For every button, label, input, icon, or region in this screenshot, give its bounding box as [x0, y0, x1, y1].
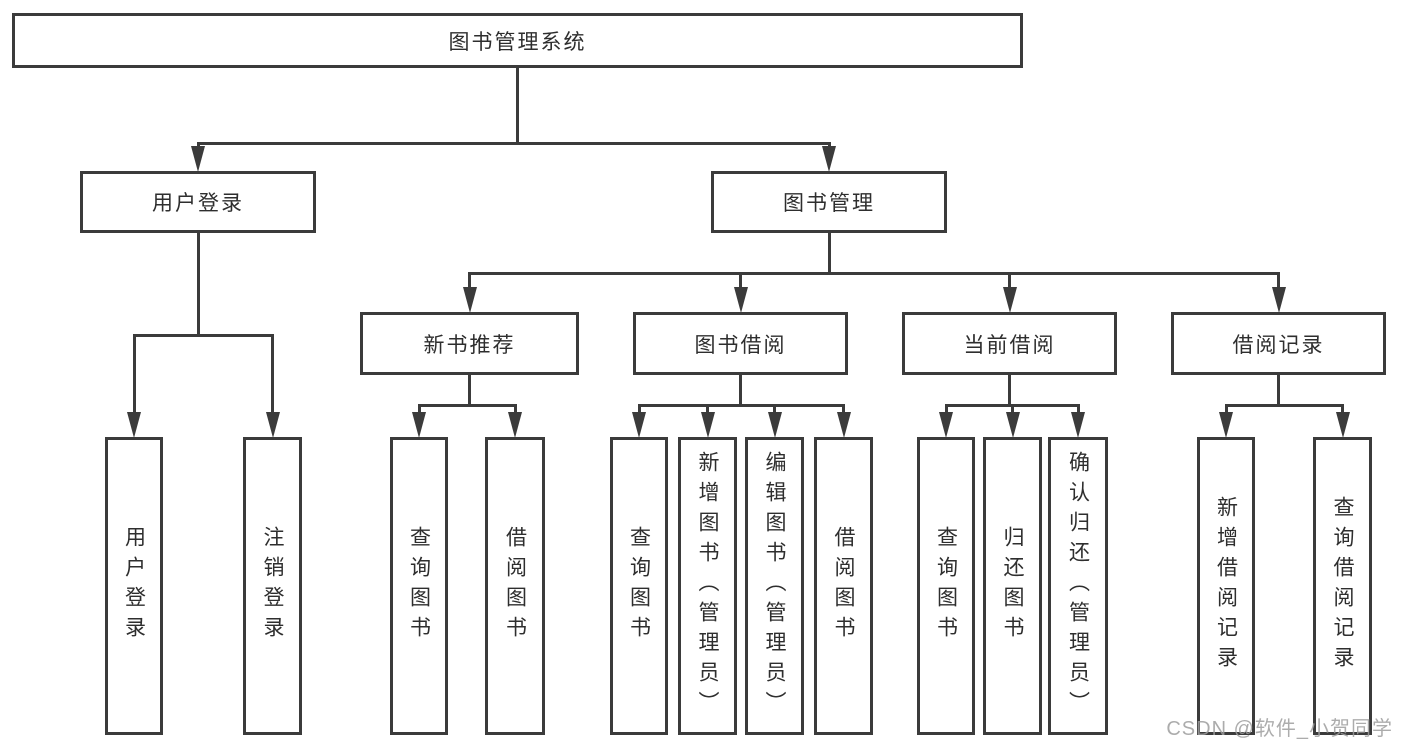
connector-segment [196, 143, 200, 146]
arrowhead-icon [632, 412, 646, 438]
connector-segment [196, 233, 200, 337]
leaf-return-books: 归还图书 [983, 437, 1042, 735]
connector-segment [827, 143, 831, 146]
leaf-logout: 注销登录 [243, 437, 302, 735]
connector-segment [132, 333, 274, 337]
connector-segment [271, 335, 274, 412]
connector-segment [1224, 403, 1344, 407]
connector-segment [468, 273, 471, 287]
node-library-management-system: 图书管理系统 [12, 13, 1023, 68]
connector-segment [1277, 273, 1280, 287]
connector-segment [468, 271, 1280, 275]
arrowhead-icon [191, 146, 205, 172]
leaf-edit-books-admin: 编辑图书（管理员） [745, 437, 804, 735]
leaf-user-login: 用户登录 [105, 437, 163, 735]
connector-segment [842, 405, 845, 412]
leaf-add-borrow-record: 新增借阅记录 [1197, 437, 1255, 735]
leaf-query-borrow-record: 查询借阅记录 [1313, 437, 1372, 735]
arrowhead-icon [265, 412, 280, 438]
connector-segment [1008, 375, 1011, 407]
node-book-management: 图书管理 [711, 171, 947, 233]
connector-segment [1224, 405, 1228, 412]
connector-segment [944, 405, 948, 412]
arrowhead-icon [127, 412, 141, 438]
connector-segment [468, 375, 471, 407]
arrowhead-icon [733, 287, 748, 313]
leaf-query-books-2: 查询图书 [610, 437, 668, 735]
connector-segment [196, 141, 831, 145]
arrowhead-icon [1005, 412, 1020, 438]
connector-segment [637, 403, 845, 407]
connector-segment [516, 68, 519, 145]
arrowhead-icon [1219, 412, 1233, 438]
node-book-borrowing: 图书借阅 [633, 312, 848, 375]
leaf-borrow-books-2: 借阅图书 [814, 437, 873, 735]
connector-segment [417, 405, 421, 412]
connector-segment [1277, 375, 1280, 407]
connector-segment [1341, 405, 1344, 412]
connector-segment [417, 403, 517, 407]
connector-segment [1008, 273, 1011, 287]
arrowhead-icon [1271, 287, 1286, 313]
connector-segment [773, 405, 776, 412]
arrowhead-icon [822, 146, 836, 172]
connector-segment [637, 405, 641, 412]
connector-segment [132, 335, 136, 412]
arrowhead-icon [1002, 287, 1017, 313]
connector-segment [827, 233, 831, 275]
node-user-login: 用户登录 [80, 171, 316, 233]
leaf-query-books-3: 查询图书 [917, 437, 975, 735]
arrowhead-icon [1071, 412, 1085, 438]
connector-segment [739, 375, 742, 407]
arrowhead-icon [700, 412, 715, 438]
leaf-query-books-1: 查询图书 [390, 437, 448, 735]
arrowhead-icon [462, 287, 477, 313]
node-new-book-recommendation: 新书推荐 [360, 312, 579, 375]
connector-segment [1076, 405, 1080, 412]
leaf-add-books-admin: 新增图书（管理员） [678, 437, 737, 735]
leaf-confirm-return-admin: 确认归还（管理员） [1048, 437, 1108, 735]
connector-segment [513, 405, 517, 412]
arrowhead-icon [508, 412, 522, 438]
connector-segment [706, 405, 709, 412]
connector-segment [739, 273, 742, 287]
node-borrowing-records: 借阅记录 [1171, 312, 1386, 375]
arrowhead-icon [412, 412, 426, 438]
arrowhead-icon [836, 412, 851, 438]
node-current-borrowing: 当前借阅 [902, 312, 1117, 375]
arrowhead-icon [767, 412, 782, 438]
connector-segment [1011, 405, 1014, 412]
arrowhead-icon [939, 412, 953, 438]
arrowhead-icon [1335, 412, 1350, 438]
watermark-text: CSDN @软件_小贺同学 [1166, 718, 1393, 740]
leaf-borrow-books-1: 借阅图书 [485, 437, 545, 735]
